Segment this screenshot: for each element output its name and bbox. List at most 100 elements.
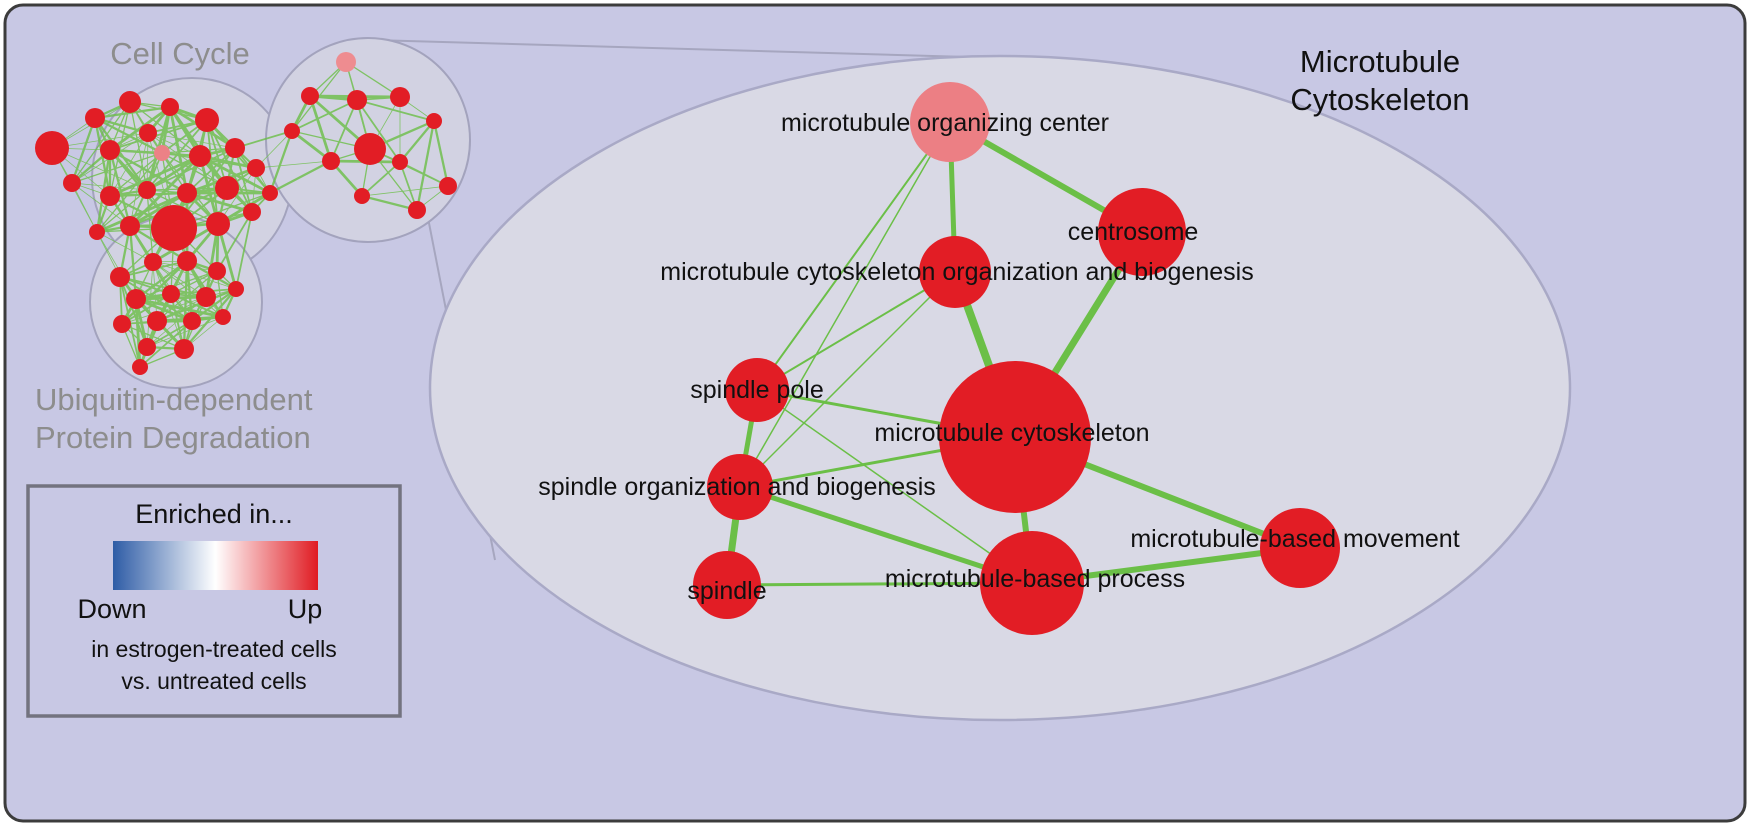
overview-node (347, 90, 367, 110)
overview-edge (361, 194, 418, 212)
magnified-title-line1: Microtubule (1300, 44, 1460, 79)
overview-edge (206, 119, 253, 213)
overview-edge (119, 276, 207, 298)
overview-edge (361, 161, 401, 197)
overview-edge (216, 211, 253, 272)
overview-edge (432, 120, 450, 187)
overview-edge (96, 189, 148, 233)
overview-node (354, 188, 370, 204)
overview-edge (135, 297, 224, 319)
node-label-spindle-organization-and-biogenesis: spindle organization and biogenesis (538, 473, 936, 501)
legend-gradient-bar (113, 541, 318, 590)
overview-node (392, 154, 408, 170)
node-label-spindle-pole: spindle pole (690, 376, 823, 404)
node-label-microtubule-organizing-center: microtubule organizing center (781, 109, 1109, 137)
overview-nodes (35, 52, 457, 375)
node-microtubule-cytoskeleton-organization-and-biogenesis (919, 236, 991, 308)
overview-edge (109, 148, 188, 195)
edge-microtubule-organizing-center--spindle-pole (756, 121, 951, 391)
overview-edge (96, 231, 154, 263)
overview-node (301, 87, 319, 105)
overview-node (189, 145, 211, 167)
node-label-spindle: spindle (687, 577, 766, 605)
overview-edge (71, 182, 98, 233)
overview-edge (70, 117, 97, 184)
overview-edge (234, 147, 253, 213)
overview-node (262, 185, 278, 201)
overview-edge (134, 298, 142, 368)
overview-node (183, 312, 201, 330)
overview-node (35, 131, 69, 165)
overview-edge (291, 99, 358, 132)
overview-edge (121, 293, 172, 325)
magnified-nodes (693, 82, 1340, 635)
magnified-title-line2: Cytoskeleton (1290, 82, 1469, 117)
overview-edge (109, 105, 171, 152)
overview-node (139, 124, 157, 142)
overview-edge (51, 147, 148, 191)
legend-title: Enriched in... (135, 499, 293, 529)
overview-edge (71, 182, 131, 227)
overview-edge (121, 296, 207, 325)
overview-edge (255, 160, 332, 169)
overview-node (408, 201, 426, 219)
overview-edge (235, 211, 253, 290)
overview-node (247, 159, 265, 177)
overview-edge (129, 132, 149, 227)
overview-node (147, 311, 167, 331)
overview-edge (156, 287, 237, 323)
overview-node (208, 262, 226, 280)
overview-edge (308, 95, 333, 162)
overview-edge (168, 106, 189, 194)
overview-edge (121, 323, 185, 350)
edge-microtubule-cytoskeleton-organization-and-biogenesis--spindle-organization-and-biogenesis (739, 271, 956, 488)
overview-edge (182, 260, 189, 350)
overview-node (132, 359, 148, 375)
overview-node (284, 123, 300, 139)
overview-edge (361, 185, 449, 197)
legend-caption-line1: in estrogen-treated cells (91, 636, 336, 662)
overview-edge (139, 320, 193, 368)
overview-edge (330, 99, 358, 162)
overview-edge (94, 117, 148, 191)
node-microtubule-based-process (980, 531, 1084, 635)
overview-node (151, 205, 197, 251)
overview-edge (109, 152, 163, 197)
overview-edge (191, 288, 237, 322)
overview-node (426, 113, 442, 129)
node-label-microtubule-based-movement: microtubule-based movement (1130, 525, 1459, 553)
overview-node (138, 338, 156, 356)
overview-node (215, 176, 239, 200)
overview-node (336, 52, 356, 72)
node-centrosome (1098, 188, 1186, 276)
overview-node (85, 108, 105, 128)
overview-node (144, 253, 162, 271)
edge-microtubule-organizing-center--spindle-organization-and-biogenesis (739, 121, 951, 488)
overview-edge (186, 147, 236, 194)
overview-edge (268, 130, 294, 194)
overview-edge (146, 147, 236, 191)
overview-node (215, 309, 231, 325)
legend: Enriched in... Down Up in estrogen-treat… (26, 484, 402, 718)
node-microtubule-cytoskeleton (939, 361, 1091, 513)
overview-node (228, 281, 244, 297)
overview-edge (109, 101, 131, 197)
overview-node (138, 181, 156, 199)
magnifier-line-top (371, 39, 1003, 59)
overview-node (439, 177, 457, 195)
node-label-microtubule-cytoskeleton: microtubule cytoskeleton (874, 419, 1149, 447)
overview-node (196, 287, 216, 307)
overview-node (63, 174, 81, 192)
ubiquitin-label-line2: Protein Degradation (35, 420, 311, 455)
overview-node (113, 315, 131, 333)
overview-node (154, 145, 170, 161)
overview-edge (135, 270, 218, 300)
overview-node (206, 212, 230, 236)
overview-edge (269, 159, 332, 195)
overview-node (100, 186, 120, 206)
overview-edge (146, 316, 224, 348)
overview-edge (96, 191, 188, 234)
node-label-centrosome: centrosome (1068, 218, 1199, 246)
legend-up-label: Up (288, 594, 323, 624)
